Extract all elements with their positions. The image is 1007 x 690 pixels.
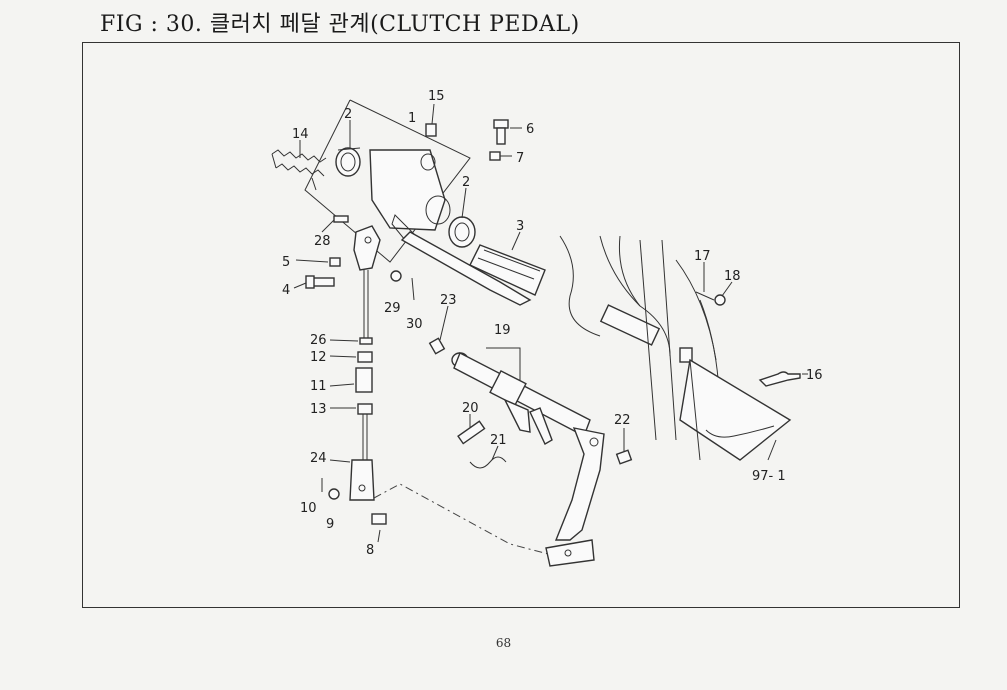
pin-part-17 [695, 291, 715, 301]
label-part-5: 5 [282, 255, 290, 270]
page-number: 68 [495, 636, 512, 650]
spring-part-14 [271, 149, 327, 191]
washer-part-9 [328, 488, 340, 500]
label-part-4: 4 [282, 283, 290, 298]
screw-part-23 [428, 337, 446, 355]
label-part-21: 21 [490, 433, 507, 448]
clutch-pedal-arm-part-3 [400, 231, 546, 306]
label-part-1: 1 [408, 111, 416, 126]
label-part-12: 12 [310, 350, 327, 365]
label-part-97-1: 97- 1 [752, 469, 786, 484]
label-part-2a: 2 [344, 107, 352, 122]
label-part-17: 17 [694, 249, 711, 264]
label-part-22: 22 [614, 413, 631, 428]
label-part-19: 19 [494, 323, 511, 338]
pedal-lever [545, 427, 605, 567]
label-part-13: 13 [310, 402, 327, 417]
label-part-20: 20 [462, 401, 479, 416]
washer-part-29 [390, 270, 402, 282]
cotter-pin-part-30 [411, 277, 415, 301]
tractor-body-section [559, 235, 792, 461]
label-part-6: 6 [526, 122, 534, 137]
label-part-2b: 2 [462, 175, 470, 190]
label-part-23: 23 [440, 293, 457, 308]
label-part-3: 3 [516, 219, 524, 234]
diagram-frame [82, 42, 960, 608]
callout-bracket-1 [304, 99, 471, 263]
label-part-30: 30 [406, 317, 423, 332]
bushing-part-2a [335, 147, 361, 177]
bushing-part-2b [448, 216, 476, 248]
spring-pin-part-21 [469, 456, 507, 469]
washer-part-18 [714, 294, 726, 306]
callout-bracket-19 [486, 347, 521, 390]
label-part-18: 18 [724, 269, 741, 284]
label-part-7: 7 [516, 151, 524, 166]
nut-part-5 [329, 257, 341, 267]
label-part-24: 24 [310, 451, 327, 466]
label-part-16: 16 [806, 368, 823, 383]
cross-shaft-part-19 [451, 352, 591, 445]
pin-part-20 [457, 420, 486, 445]
label-part-28: 28 [314, 234, 331, 249]
label-part-26: 26 [310, 333, 327, 348]
page-title: FIG : 30. 클러치 페달 관계(CLUTCH PEDAL) [100, 12, 580, 37]
label-part-11: 11 [310, 379, 327, 394]
pin-part-28 [333, 215, 349, 223]
label-part-14: 14 [292, 127, 309, 142]
label-part-9: 9 [326, 517, 334, 532]
bolt-part-8 [371, 513, 387, 525]
clevis-top [353, 225, 381, 271]
bolt-part-4 [305, 275, 335, 289]
label-part-15: 15 [428, 89, 445, 104]
nut-part-7 [489, 151, 501, 161]
leader-lines [293, 103, 808, 543]
clutch-rod [349, 270, 375, 501]
label-part-29: 29 [384, 301, 401, 316]
screw-part-15 [425, 123, 437, 137]
bolt-part-6 [493, 119, 509, 145]
rod-part-16 [758, 371, 801, 387]
bolt-part-22 [615, 449, 633, 465]
linkage-path [373, 483, 557, 557]
label-part-10: 10 [300, 501, 317, 516]
pedal-boss-part-1 [369, 149, 451, 241]
label-part-8: 8 [366, 543, 374, 558]
